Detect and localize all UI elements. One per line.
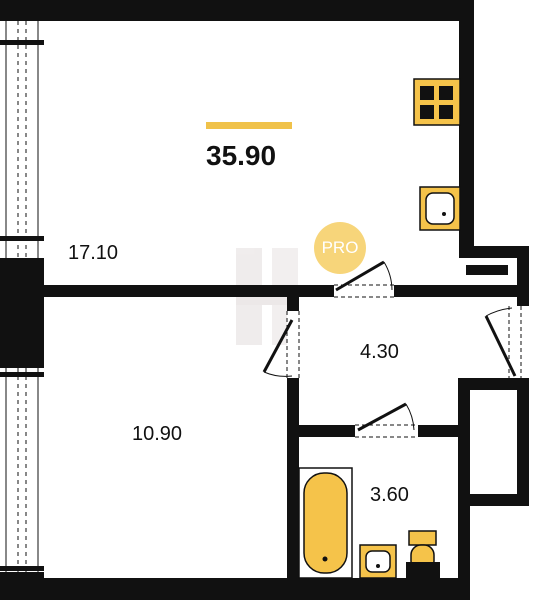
door-bedroom: [262, 311, 300, 378]
room-area-bedroom: 10.90: [132, 423, 183, 445]
pro-badge-label: PRO: [321, 238, 359, 257]
total-area-accent-bar: [206, 122, 292, 129]
total-area: 35.90: [206, 140, 277, 171]
window-lower: [0, 368, 44, 572]
room-area-hall: 4.30: [360, 341, 399, 363]
kitchen-sink-icon: [419, 186, 461, 231]
door-bathroom: [355, 402, 418, 438]
room-area-bathroom: 3.60: [370, 484, 409, 506]
bathtub-icon: [298, 467, 353, 579]
pro-badge: PRO: [314, 222, 366, 274]
bathroom-sink-icon: [359, 544, 397, 579]
room-area-living: 17.10: [68, 242, 119, 264]
toilet-icon: [406, 530, 440, 578]
door-entrance: [484, 306, 529, 378]
stove-icon: [413, 78, 461, 126]
window-upper: [0, 21, 44, 258]
door-living-room: [334, 260, 394, 298]
